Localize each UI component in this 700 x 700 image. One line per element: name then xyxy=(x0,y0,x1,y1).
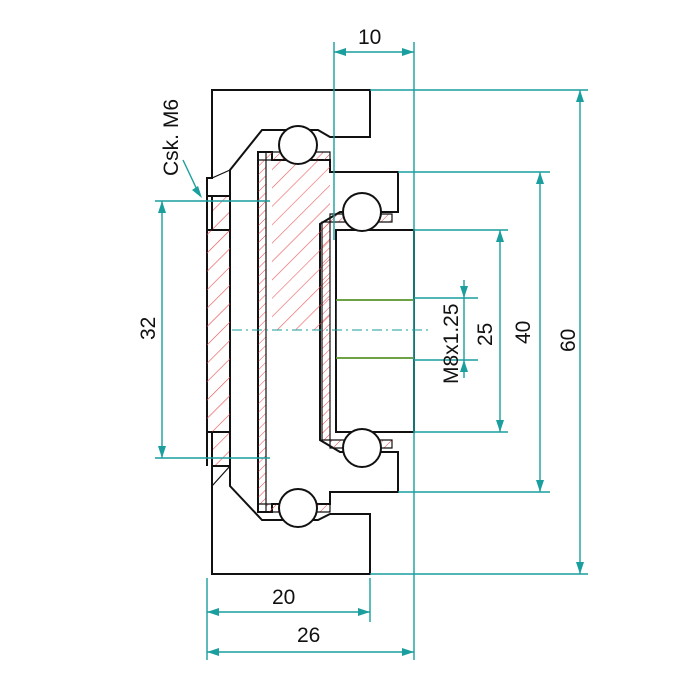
ball-top-outer xyxy=(278,125,318,165)
ball-bottom-outer xyxy=(278,488,318,528)
inner-cage-left xyxy=(321,221,331,441)
countersink-hole-bottom xyxy=(207,431,231,487)
dim-20: 20 xyxy=(272,586,295,609)
dim-10: 10 xyxy=(358,26,381,49)
ball-bottom-inner xyxy=(342,428,382,468)
dim-26: 26 xyxy=(297,624,320,647)
dim-25: 25 xyxy=(474,323,497,346)
ball-top-inner xyxy=(342,192,382,232)
intermediate-rail-hatch-upper xyxy=(272,160,330,330)
thread-label: M8x1.25 xyxy=(440,303,463,384)
dim-40: 40 xyxy=(512,321,535,344)
dim-32: 32 xyxy=(137,317,160,340)
ball-cage-left xyxy=(257,159,267,505)
outer-rail-body xyxy=(207,230,230,432)
threaded-hole xyxy=(335,299,415,359)
countersink-hole-top xyxy=(207,169,231,231)
dim-60: 60 xyxy=(557,329,580,352)
countersink-label: Csk. M6 xyxy=(160,99,183,176)
